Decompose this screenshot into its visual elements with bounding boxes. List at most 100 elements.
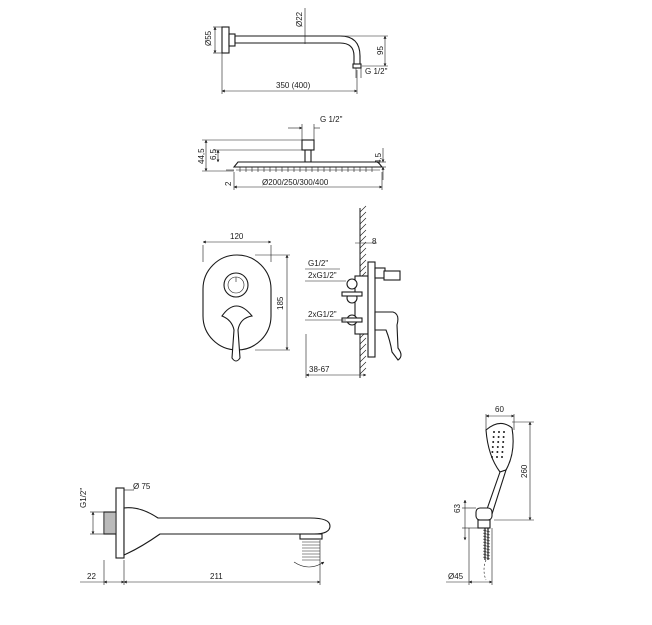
hand-nozzle-dot	[496, 446, 499, 448]
spout-flange-diameter: Ø 75	[133, 482, 151, 491]
hand-nozzle-dot	[491, 451, 494, 453]
shower-head-view: G 1/2" 44,5 6,5 4,5 2 Ø200/250/300/400	[197, 115, 386, 190]
wall-hatch-line	[359, 361, 367, 369]
hand-nozzle-dot	[502, 441, 505, 443]
mixer-port-1	[346, 278, 358, 290]
mixer-side-plate	[367, 261, 376, 358]
hand-nozzle-dot	[496, 451, 499, 453]
shower-head-body-height: 6,5	[209, 148, 218, 160]
hand-nozzle-dot	[497, 441, 500, 443]
wall-hatch-line	[359, 253, 367, 261]
mixer-upper-fitting	[383, 270, 401, 281]
shower-head-nozzles	[239, 167, 373, 172]
wall-hatch-line	[359, 205, 367, 213]
shower-arm-length: 350 (400)	[276, 81, 311, 90]
shower-head-thread: G 1/2"	[320, 115, 343, 124]
shower-head-stem	[304, 149, 312, 163]
hand-nozzle-dot	[492, 436, 495, 438]
wall-hatch-line	[359, 235, 367, 243]
hand-nozzle-dot	[501, 456, 503, 458]
mixer-lever	[221, 305, 254, 362]
shower-head-edge-height: 4,5	[374, 152, 383, 164]
hand-nozzle-dot	[501, 451, 504, 453]
hand-nozzle-dot	[502, 436, 505, 438]
wall-hatch-line	[359, 229, 367, 237]
spout-length: 211	[210, 572, 223, 581]
hand-shower-view: 60 260 63 Ø45	[446, 405, 534, 585]
hose-segment	[482, 544, 491, 548]
wall-hatch-line	[359, 211, 367, 219]
wall-hatch-line	[359, 247, 367, 255]
shower-head-connector	[301, 139, 315, 151]
mixer-diverter-knob	[223, 272, 249, 298]
hand-shower-width: 60	[495, 405, 504, 414]
mixer-port-label-2: 2xG1/2"	[308, 271, 337, 280]
hand-nozzle-dot	[498, 431, 500, 433]
shower-arm-outlet	[352, 63, 362, 69]
mixer-port-label-1: G1/2"	[308, 259, 328, 268]
hand-nozzle-dot	[491, 456, 493, 458]
hand-shower-wall-connector	[477, 519, 491, 529]
hose-segment	[482, 529, 491, 533]
hand-shower-holder-height: 63	[453, 504, 462, 513]
mixer-wall-depth: 8	[372, 237, 377, 246]
shower-head-total-height: 44,5	[197, 148, 206, 164]
hand-shower-head	[485, 422, 514, 473]
hand-shower-nozzles	[491, 431, 505, 458]
hand-shower-hose-diameter: Ø45	[448, 572, 464, 581]
hose-segment	[482, 556, 491, 560]
hose-segment	[482, 535, 491, 539]
mixer-plate-height: 185	[276, 296, 285, 310]
wall-hatch-line	[359, 349, 367, 357]
mixer-plate-width: 120	[230, 232, 244, 241]
shower-arm-pipe-diameter: Ø22	[295, 11, 304, 27]
spout-rotation-arrow	[293, 561, 325, 568]
hose-segment	[482, 532, 491, 536]
hand-shower-holder	[475, 507, 493, 521]
mixer-front-view: 120 185	[202, 232, 290, 362]
wall-hatch-line	[359, 367, 367, 375]
wall-hatch-line	[359, 265, 367, 273]
hose-segment	[482, 547, 491, 551]
spout-thread-lines	[105, 512, 115, 534]
hand-nozzle-dot	[491, 446, 494, 448]
mixer-port-label-3: 2xG1/2"	[308, 310, 337, 319]
spout-aerator	[299, 533, 323, 540]
wall-hatch-line	[359, 259, 367, 267]
shower-arm-thread: G 1/2"	[365, 67, 388, 76]
hand-nozzle-dot	[493, 431, 495, 433]
hose-segment	[482, 538, 491, 542]
wall-hatch-line	[359, 355, 367, 363]
hose-segment	[482, 553, 491, 557]
wall-hatch-line	[359, 223, 367, 231]
shower-head-body	[232, 161, 384, 168]
mixer-side-view: 8 G1/2" 2xG1/2" 2xG1/2" 38-67	[305, 205, 402, 378]
spout-body	[123, 507, 331, 556]
mixer-lever-side	[374, 311, 402, 361]
shower-arm-pipe	[234, 35, 361, 65]
shower-head-diameter: Ø200/250/300/400	[262, 178, 329, 187]
spout-thread-size: G1/2"	[79, 488, 88, 508]
hose-segment	[482, 541, 491, 545]
spout-view: G1/2" Ø 75 22 211	[79, 482, 331, 585]
hand-nozzle-dot	[501, 446, 504, 448]
mixer-install-depth: 38-67	[309, 365, 330, 374]
shower-arm-flange	[221, 26, 230, 54]
shower-arm-collar	[228, 33, 236, 47]
spout-wall-offset: 22	[87, 572, 96, 581]
hand-nozzle-dot	[497, 436, 500, 438]
hand-shower-hose-pattern	[482, 529, 491, 560]
shower-head-rim: 2	[224, 181, 233, 186]
hand-nozzle-dot	[496, 456, 498, 458]
wall-hatch-line	[359, 343, 367, 351]
spout-water-flow	[302, 541, 320, 561]
hand-shower-handle	[485, 469, 507, 515]
hand-shower-length: 260	[520, 464, 529, 478]
shower-arm-flange-diameter: Ø55	[204, 30, 213, 46]
hose-segment	[482, 550, 491, 554]
hand-nozzle-dot	[503, 431, 505, 433]
hand-nozzle-dot	[492, 441, 495, 443]
shower-arm-view: Ø55 Ø22 350 (400) 95 G 1/2"	[204, 8, 388, 94]
wall-hatch-line	[359, 217, 367, 225]
